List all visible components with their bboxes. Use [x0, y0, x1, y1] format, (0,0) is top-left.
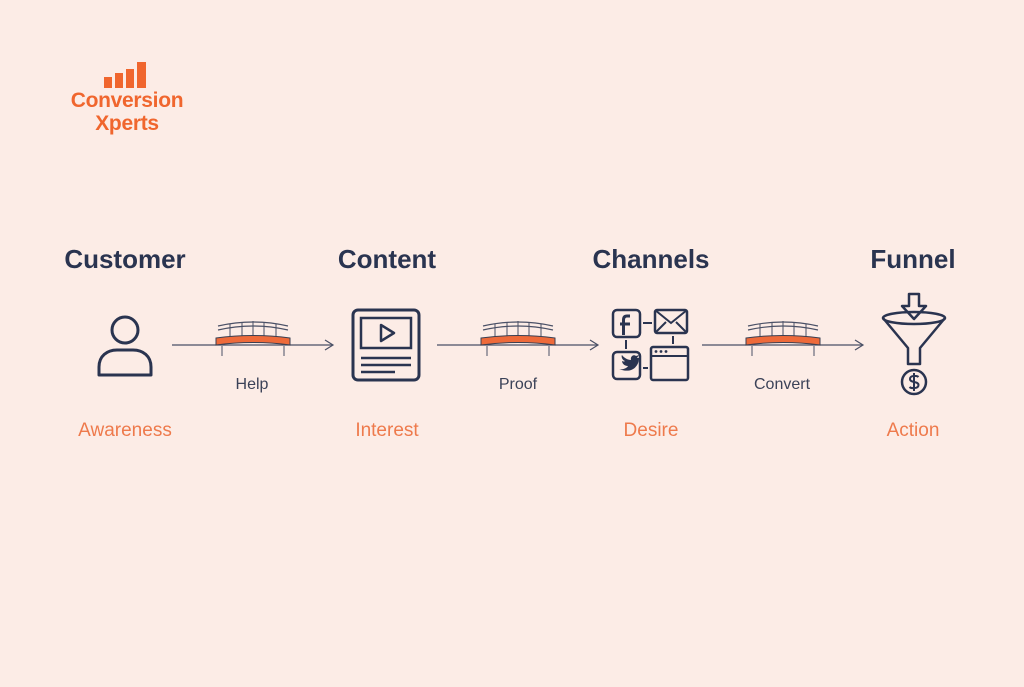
connector-label-convert: Convert	[753, 376, 811, 393]
connector-label-proof: Proof	[498, 376, 538, 393]
stage-title-customer: Customer	[64, 244, 186, 274]
user-icon	[97, 315, 153, 377]
video-content-icon	[351, 308, 421, 382]
stage-subtitle-action: Action	[886, 420, 940, 441]
bridge-icon	[172, 321, 335, 356]
funnel-dollar-icon	[881, 292, 947, 396]
brand-name-line1: Conversion	[70, 89, 184, 112]
stage-subtitle-desire: Desire	[623, 420, 679, 441]
brand-name-line2: Xperts	[95, 112, 159, 135]
brand-name: Conversion Xperts	[60, 89, 194, 135]
stage-subtitle-interest: Interest	[355, 420, 419, 441]
bar-chart-logo-icon	[104, 62, 146, 88]
bridge-icon	[702, 321, 865, 356]
bridge-icon	[437, 321, 600, 356]
social-channels-icon	[611, 308, 690, 382]
connector-label-help: Help	[235, 376, 269, 393]
stage-title-content: Content	[337, 244, 437, 274]
stage-subtitle-awareness: Awareness	[78, 420, 172, 441]
stage-title-funnel: Funnel	[870, 244, 956, 274]
stage-title-channels: Channels	[592, 244, 710, 274]
